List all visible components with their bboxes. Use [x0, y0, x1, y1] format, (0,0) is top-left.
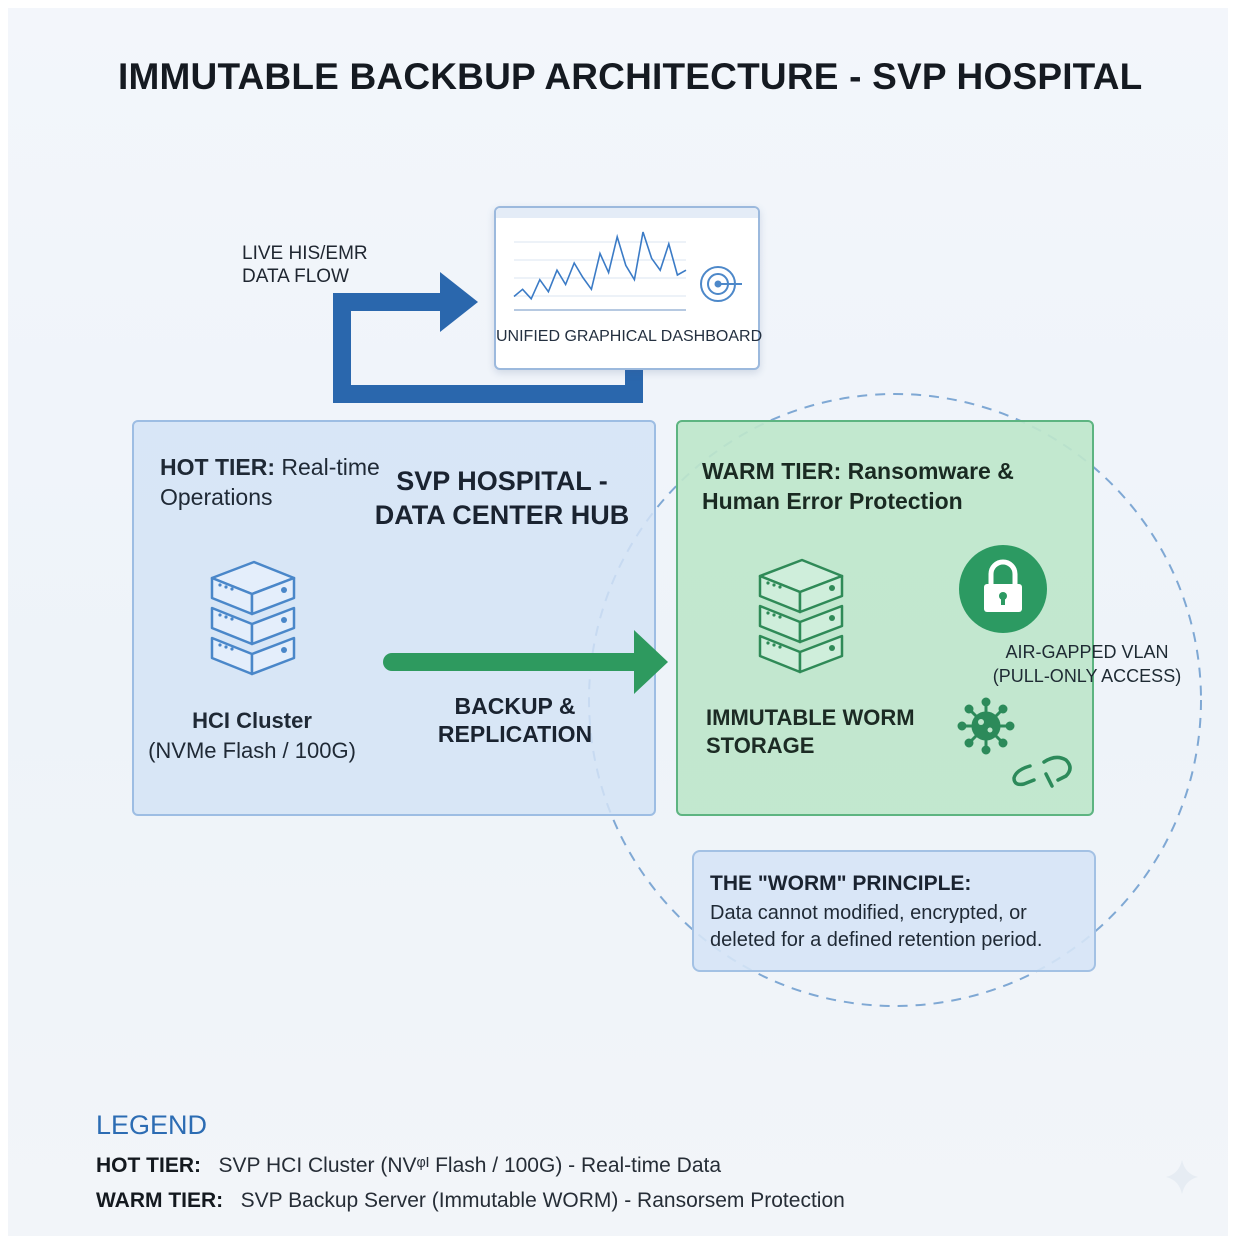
legend-row-warm-label: WARM TIER: [96, 1189, 224, 1212]
legend-row-warm-text: SVP Backup Server (Immutable WORM) - Ran… [240, 1189, 845, 1212]
backup-label-line1: BACKUP & [454, 693, 576, 719]
data-flow-label-line2: DATA FLOW [242, 266, 349, 287]
dashboard-titlebar [496, 208, 758, 218]
worm-principle-box: THE "WORM" PRINCIPLE: Data cannot modifi… [692, 850, 1096, 972]
legend-row-hot: HOT TIER: SVP HCI Cluster (NVᵠᴵ Flash / … [96, 1154, 721, 1178]
worm-principle-line2: deleted for a defined retention period. [710, 929, 1043, 951]
worm-storage-line2: STORAGE [706, 733, 815, 758]
legend-row-hot-label: HOT TIER: [96, 1154, 201, 1177]
hot-tier-title-bold: HOT TIER: [160, 454, 275, 480]
warm-tier-title-line2: Human Error Protection [702, 488, 963, 514]
dashboard-card: UNIFIED GRAPHICAL DASHBOARD [494, 206, 763, 370]
dashboard-label: UNIFIED GRAPHICAL DASHBOARD [496, 328, 763, 345]
worm-storage-line1: IMMUTABLE WORM [706, 705, 915, 730]
legend-row-hot-text: SVP HCI Cluster (NVᵠᴵ Flash / 100G) - Re… [218, 1154, 722, 1177]
hot-tier-title: HOT TIER: Real-time Operations [160, 452, 380, 512]
dashboard-chart [513, 231, 742, 311]
warm-tier-title-line1: WARM TIER: Ransomware & [702, 458, 1014, 484]
dashboard-chart-line [513, 231, 687, 301]
backup-label-line2: REPLICATION [437, 721, 593, 747]
backup-label: BACKUP & REPLICATION [430, 692, 600, 748]
diagram-title: IMMUTABLE BACKBUP ARCHITECTURE - SVP HOS… [118, 56, 1143, 97]
air-gap-label-line2: (PULL-ONLY ACCESS) [992, 666, 1182, 686]
air-gap-label-line1: AIR-GAPPED VLAN [1005, 642, 1169, 662]
hub-title-line1: SVP HOSPITAL - [396, 466, 608, 496]
data-flow-label: LIVE HIS/EMR DATA FLOW [242, 242, 368, 288]
air-gap-label: AIR-GAPPED VLAN (PULL-ONLY ACCESS) [982, 640, 1192, 688]
worm-principle-line1: Data cannot modified, encrypted, or [710, 902, 1027, 924]
hot-tier-title-rest: Real-time [275, 454, 380, 480]
hot-tier-title-line2: Operations [160, 484, 273, 510]
hub-title: SVP HOSPITAL - DATA CENTER HUB [372, 464, 632, 532]
worm-principle-text: Data cannot modified, encrypted, or dele… [710, 900, 1090, 954]
hub-title-line2: DATA CENTER HUB [374, 500, 630, 530]
legend-title: LEGEND [96, 1110, 208, 1140]
hci-cluster-spec: (NVMe Flash / 100G) [148, 738, 356, 763]
hci-cluster-name: HCI Cluster [192, 708, 312, 733]
data-flow-label-line1: LIVE HIS/EMR [242, 243, 368, 264]
worm-principle-title: THE "WORM" PRINCIPLE: [710, 872, 972, 895]
target-icon [700, 266, 742, 302]
warm-tier-title: WARM TIER: Ransomware & Human Error Prot… [702, 456, 1014, 516]
worm-storage-label: IMMUTABLE WORM STORAGE [706, 704, 915, 760]
legend-row-warm: WARM TIER: SVP Backup Server (Immutable … [96, 1189, 845, 1213]
hci-cluster-label: HCI Cluster (NVMe Flash / 100G) [140, 706, 364, 766]
